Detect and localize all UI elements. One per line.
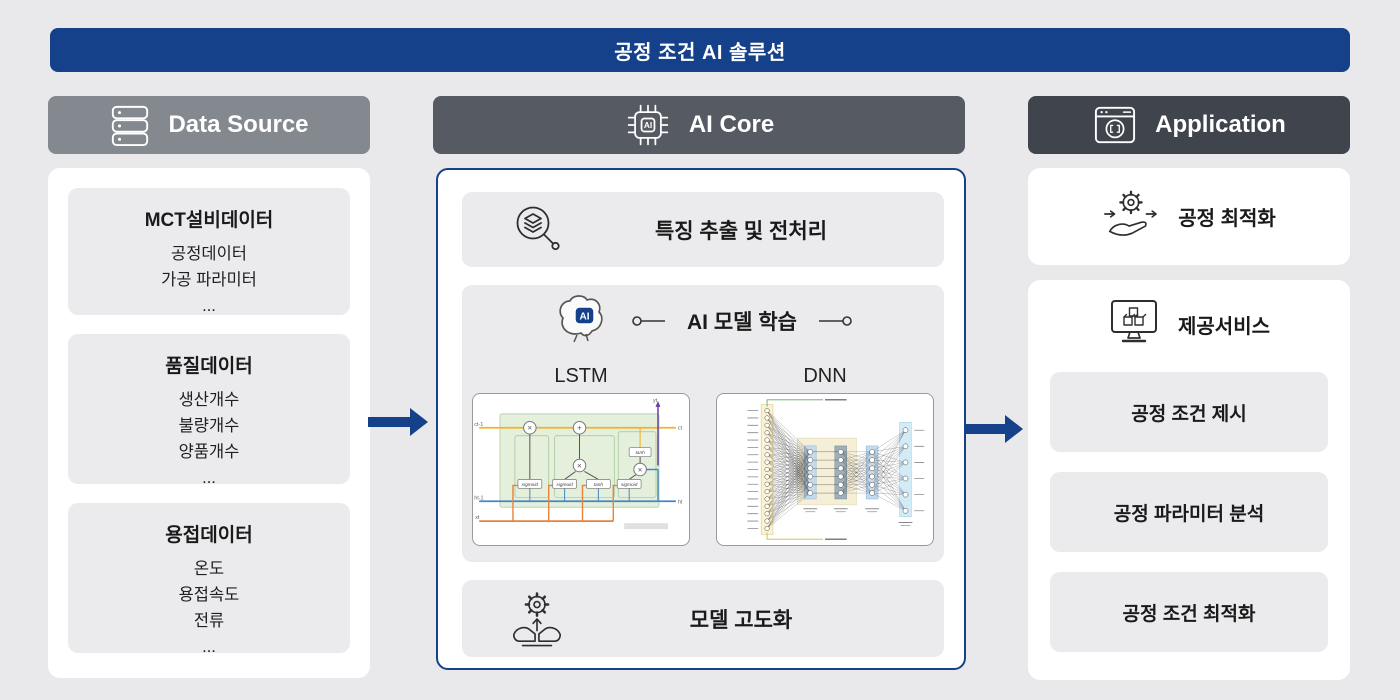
- application-header: Application: [1028, 96, 1350, 154]
- svg-text:sigmoid: sigmoid: [522, 482, 539, 488]
- svg-text:×: ×: [577, 461, 582, 470]
- app-card-label: 공정 최적화: [1178, 208, 1276, 230]
- data-source-card-mct: MCT설비데이터 공정데이터 가공 파라미터 ...: [68, 188, 350, 315]
- svg-text:×: ×: [528, 424, 533, 433]
- brain-ai-icon: AI: [553, 291, 611, 352]
- data-source-header-label: Data Source: [168, 111, 309, 138]
- ai-core-header: AI AI Core: [433, 96, 965, 154]
- service-item-label: 공정 조건 최적화: [1122, 603, 1256, 625]
- service-item-process-condition: 공정 조건 제시: [1050, 372, 1328, 452]
- svg-text:tanh: tanh: [594, 482, 604, 488]
- svg-text:AI: AI: [644, 120, 652, 130]
- step-feature-extraction: 특징 추출 및 전처리: [462, 192, 944, 267]
- card-item: 공정데이터: [171, 245, 247, 263]
- banner-title: 공정 조건 AI 솔루션: [614, 41, 786, 64]
- gear-hand-arrows-icon: [1102, 187, 1158, 246]
- card-item: 용접속도: [178, 586, 240, 604]
- magnifier-layers-icon: [508, 202, 566, 258]
- svg-text:+: +: [577, 424, 582, 433]
- svg-text:xt: xt: [475, 515, 480, 521]
- service-item-parameter-analysis: 공정 파라미터 분석: [1050, 472, 1328, 552]
- step-label: 특징 추출 및 전처리: [654, 219, 828, 243]
- data-source-header: Data Source: [48, 96, 370, 154]
- app-card-process-optimization: 공정 최적화: [1028, 168, 1350, 265]
- card-title: 품질데이터: [165, 356, 253, 377]
- svg-text:ht-1: ht-1: [474, 495, 483, 501]
- ai-core-header-label: AI Core: [688, 111, 775, 138]
- ai-core-panel: 특징 추출 및 전처리 AI AI 모델 학습: [436, 168, 966, 670]
- circle-line-decoration: [631, 314, 667, 328]
- line-circle-decoration: [817, 314, 853, 328]
- dnn-diagram: [716, 393, 934, 546]
- svg-text:yt: yt: [653, 398, 658, 404]
- step-model-training: AI AI 모델 학습 LSTM: [462, 285, 944, 562]
- card-item: 온도: [193, 560, 225, 578]
- model-name: LSTM: [554, 364, 608, 387]
- svg-text:sigmoid: sigmoid: [556, 482, 573, 488]
- svg-text:sigmoid: sigmoid: [621, 482, 638, 488]
- svg-text:tanh: tanh: [635, 450, 645, 456]
- lstm-diagram: ×+ ×× si: [472, 393, 690, 546]
- card-title: MCT설비데이터: [144, 210, 274, 231]
- browser-icon: [1092, 104, 1138, 146]
- app-card-services: 제공서비스 공정 조건 제시 공정 파라미터 분석 공정 조건 최적화: [1028, 280, 1350, 680]
- card-item: ...: [202, 297, 216, 315]
- card-item: 불량개수: [178, 417, 240, 435]
- card-title: 용접데이터: [165, 525, 253, 546]
- application-header-label: Application: [1155, 111, 1286, 138]
- card-item: 생산개수: [178, 391, 240, 409]
- database-icon: [109, 103, 151, 147]
- step-model-enhancement: 모델 고도화: [462, 580, 944, 657]
- svg-text:ct-1: ct-1: [474, 422, 483, 428]
- banner: 공정 조건 AI 솔루션: [50, 28, 1350, 72]
- svg-text:AI: AI: [580, 311, 590, 322]
- arrow-right-icon: [368, 405, 428, 444]
- svg-text:ht: ht: [678, 499, 683, 505]
- step-label: AI 모델 학습: [687, 311, 797, 334]
- svg-text:ct: ct: [678, 426, 683, 432]
- lstm-model-column: LSTM: [472, 359, 690, 546]
- card-item: 가공 파라미터: [161, 271, 257, 289]
- card-item: 양품개수: [178, 443, 240, 461]
- service-item-label: 공정 파라미터 분석: [1113, 503, 1265, 525]
- arrow-right-icon: [965, 412, 1023, 451]
- card-item: ...: [202, 638, 216, 656]
- data-source-panel: MCT설비데이터 공정데이터 가공 파라미터 ... 품질데이터 생산개수 불량…: [48, 168, 370, 678]
- data-source-card-welding: 용접데이터 온도 용접속도 전류 ...: [68, 503, 350, 656]
- gear-hands-icon: [508, 589, 566, 649]
- model-name: DNN: [803, 364, 847, 387]
- dnn-model-column: DNN: [716, 359, 934, 546]
- card-item: 전류: [193, 612, 225, 630]
- service-item-label: 공정 조건 제시: [1131, 403, 1247, 425]
- data-source-card-quality: 품질데이터 생산개수 불량개수 양품개수 ...: [68, 334, 350, 487]
- ai-chip-icon: AI: [624, 101, 672, 149]
- card-item: ...: [202, 469, 216, 487]
- service-item-condition-optimization: 공정 조건 최적화: [1050, 572, 1328, 652]
- svg-text:×: ×: [638, 465, 643, 474]
- monitor-cubes-icon: [1108, 297, 1160, 352]
- app-card-label: 제공서비스: [1178, 315, 1270, 338]
- step-label: 모델 고도화: [689, 608, 793, 632]
